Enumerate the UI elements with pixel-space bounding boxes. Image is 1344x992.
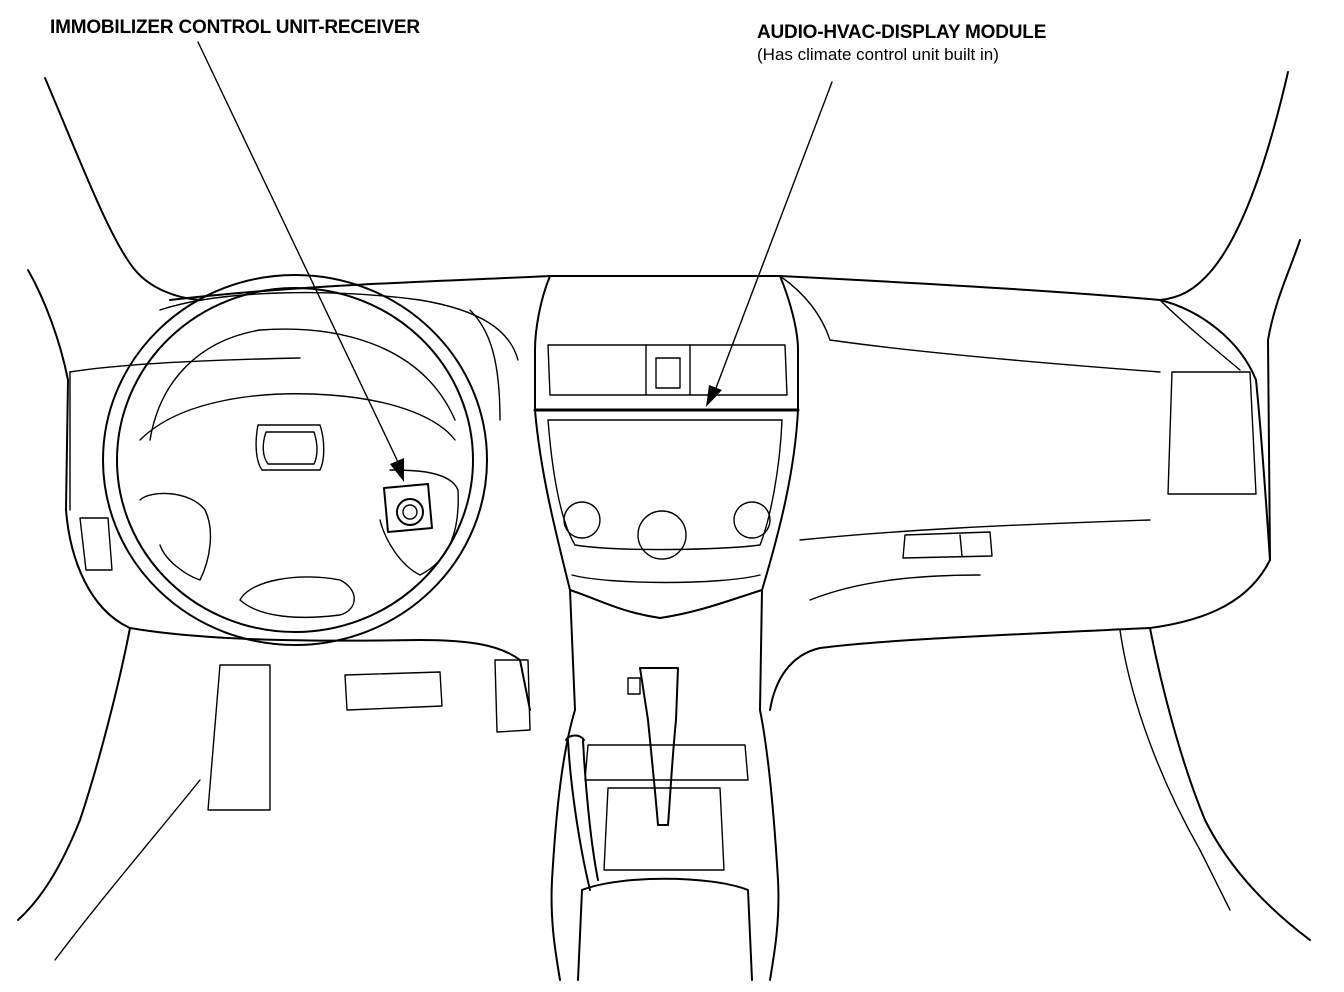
immobilizer-callout-label: IMMOBILIZER CONTROL UNIT-RECEIVER bbox=[50, 17, 420, 38]
right-dash-body bbox=[769, 371, 1271, 711]
audio-module-callout-label: AUDIO-HVAC-DISPLAY MODULE bbox=[757, 22, 1047, 43]
center-console bbox=[550, 589, 780, 981]
pedals bbox=[207, 659, 531, 811]
left-a-pillar bbox=[27, 77, 201, 511]
instrument-cluster-hood bbox=[159, 291, 519, 421]
dashboard-top bbox=[69, 275, 1257, 381]
right-a-pillar bbox=[1159, 71, 1301, 561]
steering-wheel bbox=[102, 274, 488, 646]
immobilizer-leader-line bbox=[197, 41, 404, 482]
immobilizer-unit bbox=[383, 483, 433, 533]
gear-shift-lever bbox=[627, 667, 679, 826]
center-stack bbox=[533, 275, 800, 619]
audio-module-leader-line bbox=[706, 81, 833, 407]
left-lower-dash bbox=[65, 371, 531, 711]
floor-lines bbox=[17, 627, 1311, 961]
audio-module-note-label: (Has climate control unit built in) bbox=[757, 45, 999, 64]
